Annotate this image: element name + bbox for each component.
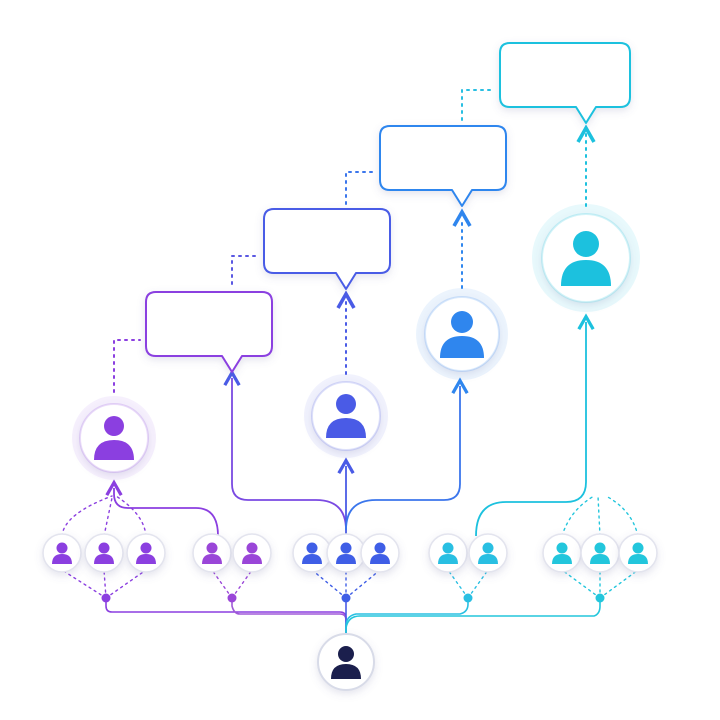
tier-2-ring [311, 381, 381, 451]
bubble-links [113, 89, 596, 393]
tier-4-hub-avatar [532, 204, 640, 312]
arrow-to-tier-4-hub [475, 313, 595, 537]
link-g5-m1 [561, 569, 601, 599]
link-g5-up-right [605, 495, 639, 537]
link-g3-m3 [345, 569, 381, 599]
user-icon [136, 542, 156, 564]
link-g1-up-left [61, 495, 113, 537]
user-icon [242, 542, 262, 564]
connector-root-to-group-1 [105, 598, 347, 640]
arrow-to-tier-1-hub [105, 479, 219, 537]
link-g3-m1 [311, 569, 347, 599]
group-2-member-avatar [192, 533, 232, 573]
group-3-members [292, 533, 400, 573]
group-4-member-avatar [428, 533, 468, 573]
tier-4-ring [541, 213, 631, 303]
group-member-links [61, 569, 639, 599]
tier-1-user-icon [94, 416, 134, 460]
link-g2-m2 [231, 569, 253, 599]
link-g5-up-center [597, 495, 601, 537]
link-tier-3-bubble-left [345, 171, 375, 205]
tier-2-bubble-shape [263, 208, 391, 290]
tier-3-speech-bubble [379, 125, 507, 207]
link-g4-m1 [447, 569, 469, 599]
link-tier-1-hub-to-bubble [113, 339, 141, 393]
junction-dot-group-2 [227, 593, 237, 603]
link-g1-m3 [105, 569, 147, 599]
link-g1-up-right [115, 495, 147, 537]
group-2-member-avatar [232, 533, 272, 573]
group-1-member-avatar [126, 533, 166, 573]
user-icon [628, 542, 648, 564]
group-1-member-avatar [42, 533, 82, 573]
user-icon [302, 542, 322, 564]
root-user-avatar [317, 633, 375, 691]
tier-2-hub-avatar [304, 374, 388, 458]
tier-3-user-icon [440, 311, 484, 358]
arrow-to-tier-3-hub [345, 377, 469, 531]
group-3-member-avatar [292, 533, 332, 573]
tier-4-user-icon [561, 231, 611, 286]
group-3-member-avatar [326, 533, 366, 573]
tier-4-speech-bubble [499, 42, 631, 124]
group-avatars [42, 533, 658, 573]
group-1-member-avatar [84, 533, 124, 573]
link-g5-up-left [561, 495, 595, 537]
link-g1-m2 [103, 569, 107, 599]
group-4-member-avatar [468, 533, 508, 573]
tier-1-bubble-shape [145, 291, 273, 373]
tier-3-ring [424, 296, 500, 372]
connector-root-to-group-2 [231, 598, 347, 640]
tier-1-speech-bubble [145, 291, 273, 373]
group-upward-links [61, 495, 639, 537]
tier-4-bubble-shape [499, 42, 631, 124]
link-tier-2-bubble-left [231, 255, 259, 285]
group-5-member-avatar [618, 533, 658, 573]
tier-2-user-icon [326, 394, 366, 438]
connector-root-to-group-4 [345, 598, 469, 640]
group-4-members [428, 533, 508, 573]
link-g1-m1 [61, 569, 107, 599]
root-connectors [105, 598, 601, 640]
junction-dot-group-1 [101, 593, 111, 603]
junction-dot-group-4 [463, 593, 473, 603]
group-3-member-avatar [360, 533, 400, 573]
junction-dot-group-3 [341, 593, 351, 603]
user-icon [202, 542, 222, 564]
tier-3-bubble-shape [379, 125, 507, 207]
tier-hubs [72, 204, 640, 480]
junction-dots [101, 593, 605, 603]
group-1-members [42, 533, 166, 573]
tier-1-hub-avatar [72, 396, 156, 480]
user-icon [94, 542, 114, 564]
connector-root-to-group-5 [345, 598, 601, 640]
group-5-members [542, 533, 658, 573]
link-g5-m3 [599, 569, 639, 599]
tier-1-ring [79, 403, 149, 473]
link-tier-4-bubble-left [461, 89, 495, 121]
group-2-members [192, 533, 272, 573]
root-user-icon [331, 646, 361, 679]
arrow-to-tier-1-bubble [223, 369, 347, 531]
link-g4-m2 [467, 569, 489, 599]
junction-dot-group-5 [595, 593, 605, 603]
group-5-member-avatar [580, 533, 620, 573]
tier-2-speech-bubble [263, 208, 391, 290]
tier-arrows [105, 313, 595, 537]
link-g2-m1 [211, 569, 233, 599]
user-icon [478, 542, 498, 564]
user-icon [336, 542, 356, 564]
group-5-member-avatar [542, 533, 582, 573]
speech-bubbles [145, 42, 631, 373]
user-icon [370, 542, 390, 564]
tier-3-hub-avatar [416, 288, 508, 380]
link-g1-up-center [103, 497, 113, 537]
user-icon [438, 542, 458, 564]
user-icon [590, 542, 610, 564]
user-icon [552, 542, 572, 564]
user-icon [52, 542, 72, 564]
